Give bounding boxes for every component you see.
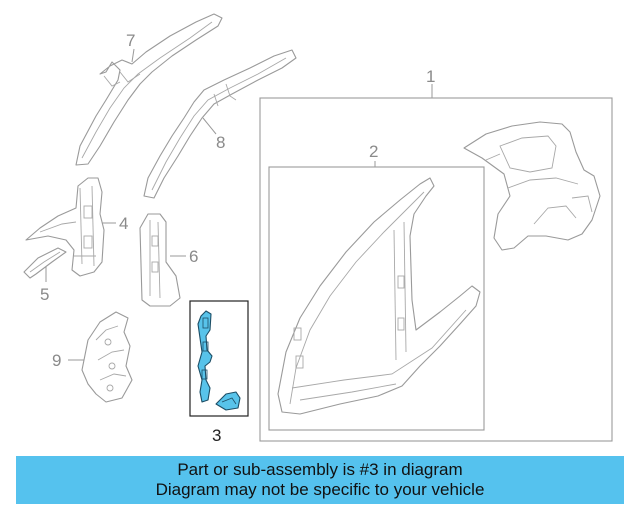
banner-line-2: Diagram may not be specific to your vehi… [155,480,485,499]
leader-7 [131,48,135,63]
callout-2: 2 [369,142,378,161]
callout-1: 1 [426,67,435,86]
part-3 [197,310,241,411]
part-5 [23,247,67,279]
part-4 [25,177,105,277]
part-9 [81,311,133,403]
part-1 [463,121,601,251]
part-2 [277,177,481,415]
leader-8 [202,117,217,135]
info-banner: Part or sub-assembly is #3 in diagram Di… [16,456,624,504]
part-3-frame [189,300,249,417]
assembly-2-frame [268,166,485,431]
part-8 [143,49,297,199]
part-7 [75,13,223,166]
assembly-1-frame [259,97,613,442]
banner-line-1: Part or sub-assembly is #3 in diagram [177,460,463,479]
callout-6: 6 [189,247,198,266]
callout-3: 3 [212,426,221,445]
part-6 [139,213,181,307]
callout-4: 4 [119,214,128,233]
callout-7: 7 [126,31,135,50]
callout-9: 9 [52,351,61,370]
callout-5: 5 [40,285,49,304]
callout-8: 8 [216,133,225,152]
